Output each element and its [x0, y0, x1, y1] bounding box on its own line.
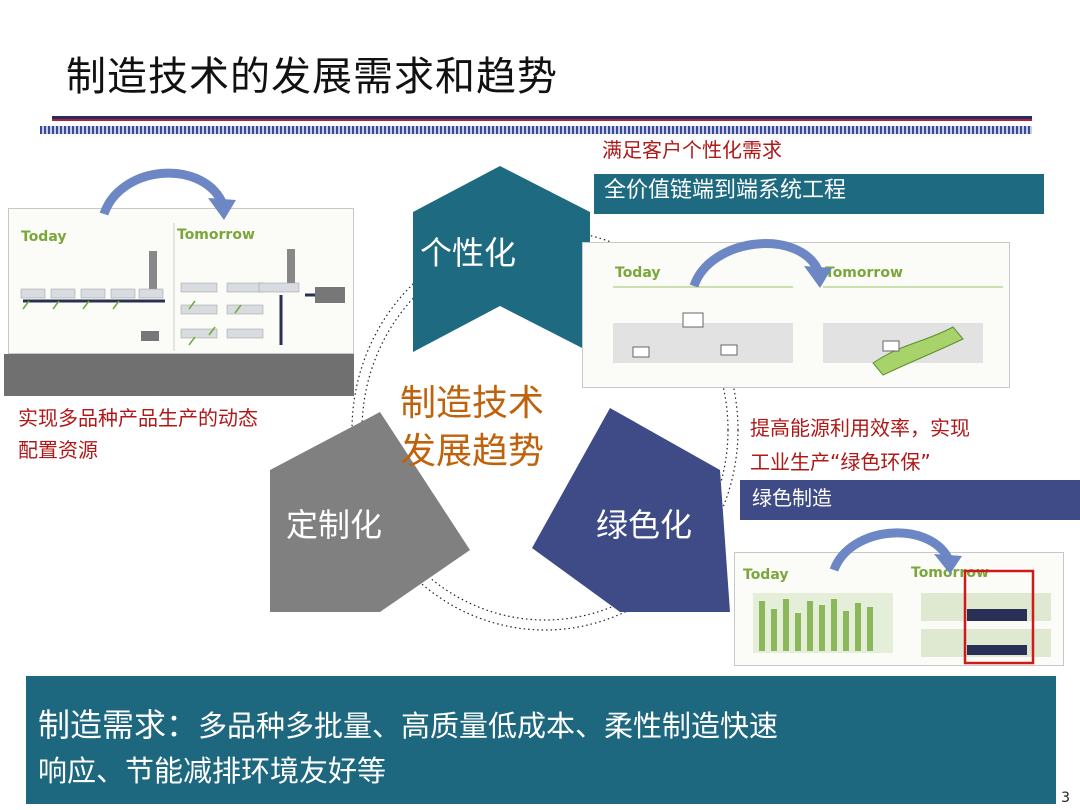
title-rule-stripe: [40, 126, 1032, 134]
center-title: 制造技术 发展趋势: [400, 380, 544, 476]
customization-shape: [270, 412, 470, 612]
left-panel-tomorrow: Tomorrow: [177, 227, 255, 243]
summary-heading: 制造需求：: [38, 706, 199, 744]
personalization-label: 个性化: [420, 234, 517, 272]
top-right-caption: 满足客户个性化需求: [602, 138, 782, 162]
center-title-line2: 发展趋势: [400, 431, 545, 472]
summary-line1-text: 多品种多批量、高质量低成本、柔性制造快速: [198, 709, 779, 743]
title-rule-navy: [52, 116, 1032, 119]
personalization-shape: [413, 166, 590, 352]
summary-box: [26, 676, 1056, 804]
greening-label: 绿色化: [596, 506, 693, 544]
top-right-panel-today: Today: [615, 265, 661, 281]
bottom-right-arrow-icon: [829, 528, 962, 574]
top-right-panel-image: Today Tomorrow: [582, 242, 1010, 388]
bottom-right-panel-image: Today Tomorrow: [734, 552, 1064, 666]
slide-title: 制造技术的发展需求和趋势: [66, 54, 558, 100]
summary-line1: 制造需求：多品种多批量、高质量低成本、柔性制造快速: [38, 700, 778, 746]
bottom-right-panel-graphic: [753, 569, 1051, 665]
left-caption-line1: 实现多品种产品生产的动态: [18, 406, 258, 430]
left-panel-graphic: [20, 223, 345, 351]
summary-line2: 响应、节能减排环境友好等: [38, 754, 387, 788]
top-right-panel-tomorrow: Tomorrow: [825, 265, 903, 281]
left-panel-today: Today: [21, 229, 67, 245]
greening-shape: [532, 408, 730, 612]
center-title-line1: 制造技术: [400, 383, 545, 424]
left-arrow-icon: [99, 168, 236, 220]
customization-label: 定制化: [286, 506, 383, 544]
top-right-arrow-icon: [689, 239, 832, 288]
bottom-right-panel-today: Today: [743, 567, 789, 583]
left-panel-image: Today Tomorrow: [8, 208, 354, 354]
highlight-box: [963, 569, 1035, 665]
page-number: 3: [1061, 790, 1070, 806]
left-caption-line2: 配置资源: [18, 438, 98, 462]
left-panel-shadow: [4, 354, 354, 396]
right-label: 绿色制造: [740, 480, 1080, 520]
title-rule-red: [52, 119, 1032, 121]
top-right-panel-graphic: [613, 286, 1003, 376]
right-caption-line2: 工业生产“绿色环保”: [750, 450, 931, 474]
right-caption-line1: 提高能源利用效率，实现: [750, 416, 970, 440]
top-right-label: 全价值链端到端系统工程: [594, 174, 1044, 214]
